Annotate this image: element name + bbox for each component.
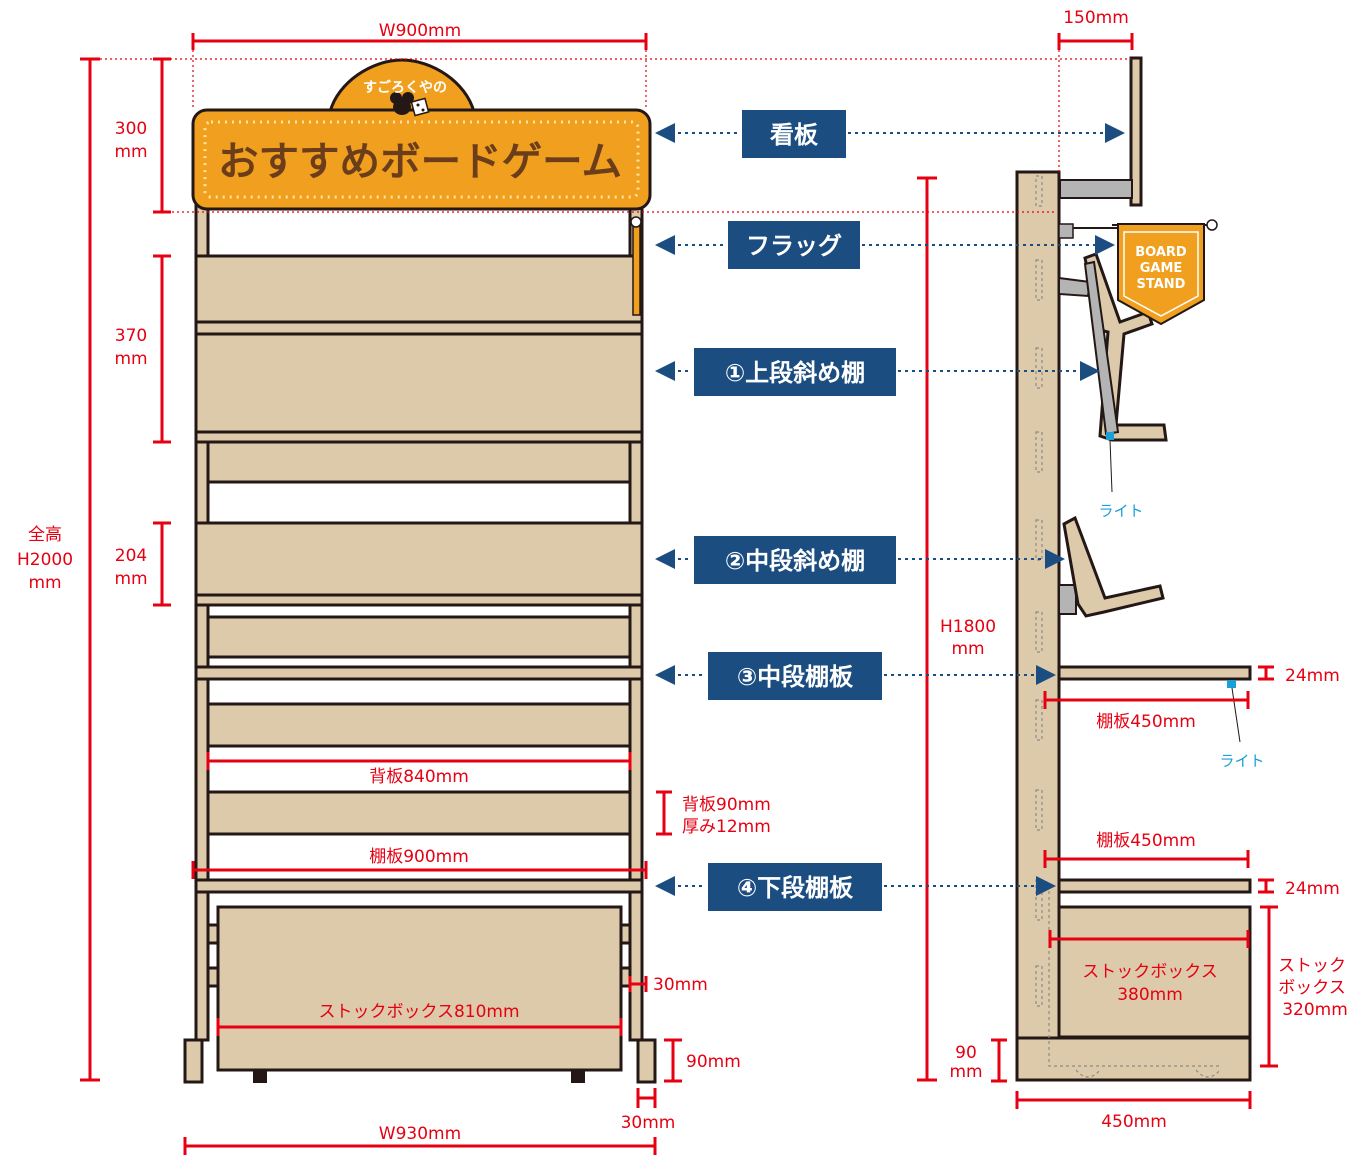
dim-shelf900: 棚板900mm (369, 847, 469, 867)
dim-370: 370 (115, 326, 147, 346)
middle-shelf-body (194, 521, 644, 597)
label-flag (728, 221, 860, 269)
label-flag-text: フラッグ (746, 232, 842, 260)
back-slat (206, 615, 632, 659)
flag-line: BOARD (1135, 245, 1187, 260)
upper-shelf-top (194, 254, 644, 324)
stock-box-front (216, 905, 623, 1072)
caster (253, 1070, 267, 1083)
label-low-shelf-board (708, 863, 882, 911)
dim-stock380: 380mm (1117, 985, 1183, 1005)
upper-shelf-lip (194, 320, 644, 336)
dim-side-90-unit: mm (949, 1062, 982, 1082)
dim-back90: 背板90mm (682, 795, 771, 815)
dim-204-unit: mm (114, 569, 147, 589)
back-slat (206, 702, 632, 748)
side-stock-box (1057, 905, 1252, 1039)
dim-w900: W900mm (379, 21, 461, 41)
upper-shelf-body (194, 332, 644, 434)
sign-side (1129, 56, 1143, 207)
dimension-lines (80, 33, 1278, 1155)
middle-slant-shelf-side (1062, 515, 1165, 618)
signboard (191, 58, 652, 211)
flag-line: GAME (1140, 261, 1183, 276)
sign-bracket (1059, 179, 1133, 199)
side-view (1015, 56, 1252, 1082)
mid-shelf-board (194, 665, 644, 681)
caster (571, 1070, 585, 1083)
label-kanban (742, 110, 846, 158)
label-middle-shelf (694, 536, 896, 584)
dim-total-label: 全高 (28, 525, 62, 545)
dim-h1800: H1800 (940, 617, 996, 637)
label-upper-shelf (694, 348, 896, 396)
dim-24-top: 24mm (1285, 666, 1340, 686)
light-label: ライト (1098, 502, 1143, 520)
dim-150: 150mm (1063, 8, 1129, 28)
label-upper-text: ①上段斜め棚 (725, 359, 865, 387)
dim-30-side: 30mm (653, 975, 708, 995)
dim-204: 204 (115, 546, 147, 566)
left-foot (183, 1038, 204, 1084)
dim-24-bottom: 24mm (1285, 879, 1340, 899)
label-mid-shelf-text: ③中段棚板 (737, 663, 854, 691)
sign-main-text: おすすめボードゲーム (218, 139, 622, 185)
middle-shelf-base (194, 593, 644, 607)
dim-shelf450-upper: 棚板450mm (1096, 712, 1196, 732)
light-label: ライト (1219, 752, 1264, 770)
side-lower-shelf (1057, 878, 1252, 894)
dim-h1800-unit: mm (951, 639, 984, 659)
label-low-shelf-text: ④下段棚板 (737, 874, 854, 902)
flag-pole (632, 219, 641, 316)
dim-thick12: 厚み12mm (682, 817, 771, 837)
dim-stock320: 320mm (1282, 1000, 1348, 1020)
dim-300-unit: mm (114, 142, 147, 162)
label-mid-shelf-board (708, 652, 882, 700)
dim-w930: W930mm (379, 1124, 461, 1144)
dim-30-foot: 30mm (621, 1113, 676, 1133)
dim-stock320-label1: ストック (1278, 956, 1346, 976)
dim-370-unit: mm (114, 349, 147, 369)
back-slat (206, 440, 632, 484)
sign-arch-text: すごろくやの (363, 79, 447, 96)
upper-shelf-base (194, 430, 644, 444)
dim-stock380-label: ストックボックス (1082, 962, 1218, 982)
dim-total: H2000 (17, 550, 73, 570)
dim-stock320-label2: ボックス (1278, 978, 1346, 998)
callout-arrows (655, 123, 1125, 896)
light-icon (1227, 680, 1236, 688)
dim-total-unit: mm (28, 573, 61, 593)
lower-shelf-board (194, 878, 644, 894)
side-upright (1015, 170, 1061, 1042)
right-foot (636, 1038, 657, 1084)
dim-shelf450-lower: 棚板450mm (1096, 831, 1196, 851)
dim-depth450: 450mm (1101, 1112, 1167, 1132)
board-game-stand-flag: BOARD GAME STAND (1112, 219, 1218, 326)
light-icon (1106, 432, 1114, 440)
side-mid-shelf (1057, 665, 1252, 681)
dim-stock810: ストックボックス810mm (318, 1002, 519, 1022)
flag-line: STAND (1137, 277, 1186, 292)
label-middle-text: ②中段斜め棚 (725, 547, 865, 575)
side-base (1015, 1036, 1252, 1082)
dim-300: 300 (115, 119, 147, 139)
dim-side-90: 90 (955, 1043, 977, 1063)
dim-90-foot: 90mm (686, 1052, 741, 1072)
front-view (183, 203, 657, 1084)
dim-back840: 背板840mm (369, 767, 469, 787)
back-slat (206, 790, 632, 836)
label-kanban-text: 看板 (770, 121, 819, 149)
mouse-mascot-icon (390, 92, 430, 117)
